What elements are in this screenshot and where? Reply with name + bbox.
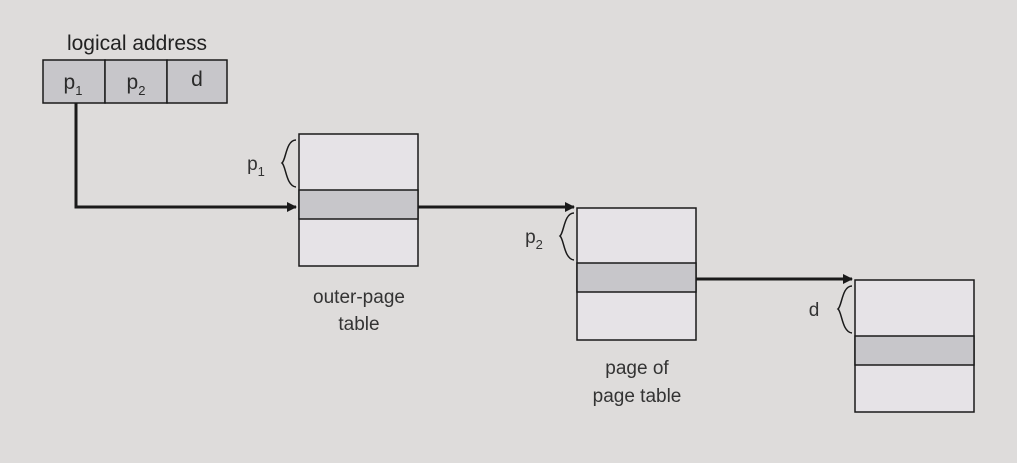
- page-of-page-table: p2 page of page table: [525, 207, 697, 407]
- outer-table-offset-label: p1: [247, 154, 265, 179]
- logical-address-field-p1: [42, 59, 106, 104]
- memory-page: d: [809, 279, 975, 413]
- field-label-p2: p2: [127, 71, 146, 98]
- logical-address-field-d: [166, 59, 228, 104]
- outer-table-offset-brace: [280, 139, 297, 188]
- page-table-caption-line1: page of: [605, 358, 669, 379]
- field-label-d: d: [191, 68, 203, 91]
- page-table-caption-line2: page table: [593, 386, 682, 407]
- page-table-offset-brace: [558, 212, 575, 261]
- memory-page-selected-entry: [854, 335, 975, 366]
- outer-table-selected-entry: [298, 189, 419, 220]
- memory-page-offset-brace: [836, 285, 853, 334]
- logical-address: logical address p1 p2 d: [42, 32, 228, 104]
- page-table-selected-entry: [576, 262, 697, 293]
- page-table-offset-label: p2: [525, 227, 543, 252]
- outer-table-caption-line2: table: [338, 314, 379, 335]
- memory-page-offset-label: d: [809, 300, 820, 321]
- outer-table-caption-line1: outer-page: [313, 287, 405, 308]
- logical-address-title: logical address: [67, 32, 207, 55]
- logical-address-field-p2: [104, 59, 168, 104]
- field-label-p1: p1: [64, 71, 83, 98]
- outer-page-table: p1 outer-page table: [247, 133, 419, 335]
- arrow-p1-to-outer-table: [74, 103, 297, 212]
